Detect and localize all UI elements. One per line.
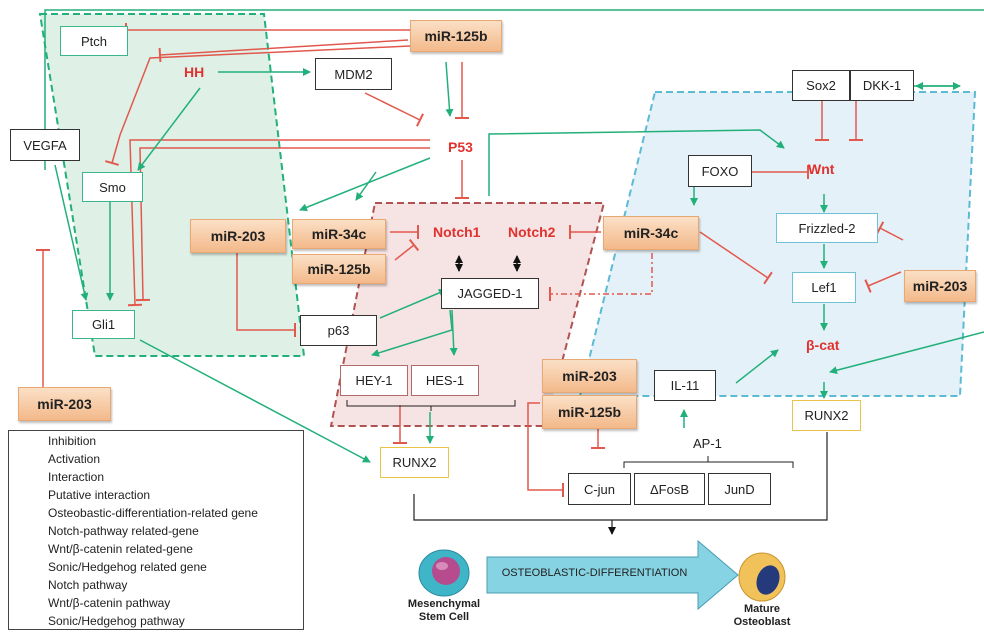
- activation-edge: [371, 309, 453, 357]
- activation-edge: [449, 309, 458, 356]
- jund-node: JunD: [708, 473, 771, 505]
- activation-edge: [445, 61, 454, 117]
- activation-edge: [137, 87, 201, 171]
- inhibition-edge: [699, 231, 773, 285]
- runx2-center-node: RUNX2: [380, 447, 449, 478]
- inhibition-edge: [864, 271, 902, 293]
- notch1-label: Notch1: [433, 224, 481, 240]
- smo-node: Smo: [82, 172, 143, 202]
- beta-catenin-label: β-cat: [806, 337, 840, 353]
- mir34c-right-box: miR-34c: [603, 216, 699, 250]
- mdm2-node: MDM2: [315, 58, 392, 90]
- inhibition-edge: [236, 253, 296, 337]
- ptch-node: Ptch: [60, 26, 128, 56]
- runx2-right-node: RUNX2: [792, 400, 861, 431]
- legend-item: Wnt/β-catenin pathway: [48, 596, 171, 610]
- process-label: OSTEOBLASTIC-DIFFERENTIATION: [501, 567, 688, 579]
- convergence-line: [413, 432, 828, 521]
- inhibition-edge: [364, 92, 424, 127]
- wnt-label: Wnt: [808, 161, 835, 177]
- mir203-right-box: miR-203: [904, 270, 976, 302]
- foxo-node: FOXO: [688, 155, 752, 187]
- mir125b-top-box: miR-125b: [410, 20, 502, 52]
- legend-item: Notch-pathway related-gene: [48, 524, 199, 538]
- legend: [8, 430, 304, 630]
- il11-node: IL-11: [654, 370, 716, 401]
- p53-label: P53: [448, 139, 473, 155]
- gli1-node: Gli1: [72, 310, 135, 339]
- inhibition-edge: [104, 45, 411, 166]
- activation-edge: [139, 339, 371, 463]
- activation-edge: [355, 171, 377, 201]
- activation-edge: [54, 164, 89, 301]
- legend-item: Wnt/β-catenin related-gene: [48, 542, 193, 556]
- ap1-label: AP-1: [693, 436, 722, 451]
- differentiation-arrow: [486, 539, 739, 611]
- mesenchymal-stem-cell-icon: [418, 549, 470, 597]
- frizzled2-node: Frizzled-2: [776, 213, 878, 243]
- mir34c-center-box: miR-34c: [292, 219, 386, 249]
- fosb-node: ΔFosB: [634, 473, 705, 505]
- stem-cell-label: Mesenchymal Stem Cell: [407, 598, 481, 623]
- activation-arrow: [829, 331, 984, 375]
- inhibition-edge: [875, 221, 904, 241]
- mir203-lower-box: miR-203: [542, 359, 637, 393]
- hes1-node: HES-1: [411, 365, 479, 396]
- inhibition-edge: [127, 139, 430, 307]
- mir203-left-box: miR-203: [190, 219, 286, 253]
- hey1-node: HEY-1: [340, 365, 408, 396]
- inhibition-edge: [527, 402, 564, 497]
- activation-edge: [379, 289, 447, 319]
- cjun-node: C-jun: [568, 473, 631, 505]
- mir125b-center-box: miR-125b: [292, 254, 386, 284]
- hh-label: HH: [184, 64, 205, 80]
- inhibition-edge: [158, 39, 409, 63]
- hedgehog-pathway-region: [38, 13, 306, 357]
- legend-item: Inhibition: [48, 434, 97, 448]
- legend-item: Interaction: [48, 470, 105, 484]
- mature-osteoblast-icon: [738, 552, 786, 602]
- legend-item: Putative interaction: [48, 488, 151, 502]
- activation-edge: [488, 129, 785, 196]
- jagged1-node: JAGGED-1: [441, 278, 539, 309]
- mir125b-lower-box: miR-125b: [542, 395, 637, 429]
- legend-item: Osteobastic-differentiation-related gene: [48, 506, 258, 520]
- legend-item: Sonic/Hedgehog related gene: [48, 560, 207, 574]
- p63-node: p63: [300, 315, 377, 346]
- mature-osteoblast-label: Mature Osteoblast: [733, 603, 791, 628]
- putative-interaction-edge: [549, 253, 653, 301]
- mir203-bottom-left-box: miR-203: [18, 387, 111, 421]
- vegfa-node: VEGFA: [10, 129, 80, 161]
- sox2-node: Sox2: [792, 70, 850, 101]
- notch2-label: Notch2: [508, 224, 556, 240]
- activation-arrow: [44, 9, 984, 170]
- dkk1-node: DKK-1: [850, 70, 914, 101]
- legend-item: Activation: [48, 452, 101, 466]
- activation-edge: [735, 349, 779, 384]
- legend-item: Notch pathway: [48, 578, 128, 592]
- activation-edge: [299, 157, 431, 212]
- inhibition-edge: [135, 147, 430, 302]
- lef1-node: Lef1: [792, 272, 856, 303]
- inhibition-edge: [394, 238, 420, 261]
- legend-item: Sonic/Hedgehog pathway: [48, 614, 185, 628]
- brace: [623, 456, 794, 468]
- brace: [346, 400, 516, 411]
